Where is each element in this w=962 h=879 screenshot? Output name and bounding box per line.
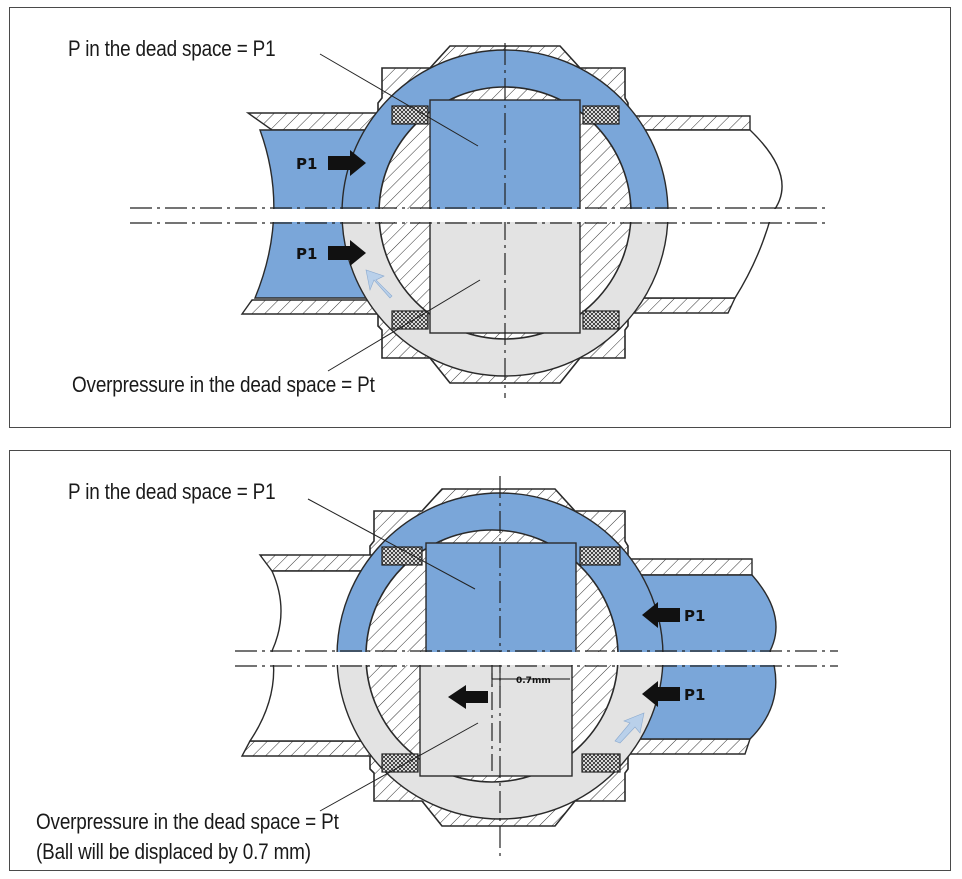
ball-valve-diagram-top: P1 P1 [130,43,835,398]
seat-rings [391,105,620,330]
flow-arrow-upper [328,150,366,176]
flow-arrow-lower [328,240,366,266]
leak-arrow-icon [365,269,393,299]
displacement-note: (Ball will be displaced by 0.7 mm) [36,839,311,864]
leader-line-dead-space [307,498,476,590]
leader-line-overpressure [327,279,481,372]
ball-displacement-arrow-icon [448,685,488,709]
pressure-label-upper: P1 [296,155,317,173]
diagram-panel-top: P1 P1 P in the dead space = P1 Overpress… [9,7,951,428]
right-pipe-wall [627,558,753,755]
flow-arrow-lower [642,681,680,707]
leak-arrow-icon [614,712,645,744]
seat-rings [381,546,621,773]
dead-space-label: P in the dead space = P1 [68,36,276,61]
pressure-label-lower: P1 [684,686,705,704]
displacement-dimension-label: 0.7mm [516,676,551,686]
flow-arrow-upper [642,602,680,628]
displacement-dimension [491,673,570,687]
overpressure-label: Overpressure in the dead space = Pt [72,372,375,397]
ball-valve-diagram-bottom: 0.7mm P1 P1 [235,476,838,861]
centerlines [235,476,838,861]
leader-line-dead-space [319,53,479,147]
pressure-label-lower: P1 [296,245,317,263]
left-pipe-wall [240,112,383,315]
dead-space-label: P in the dead space = P1 [68,479,276,504]
leader-line-overpressure [319,722,479,812]
overpressure-label: Overpressure in the dead space = Pt [36,809,339,834]
pressure-label-upper: P1 [684,607,705,625]
diagram-panel-bottom: 0.7mm P1 P1 P in the dead space = P1 Ove… [9,450,951,871]
